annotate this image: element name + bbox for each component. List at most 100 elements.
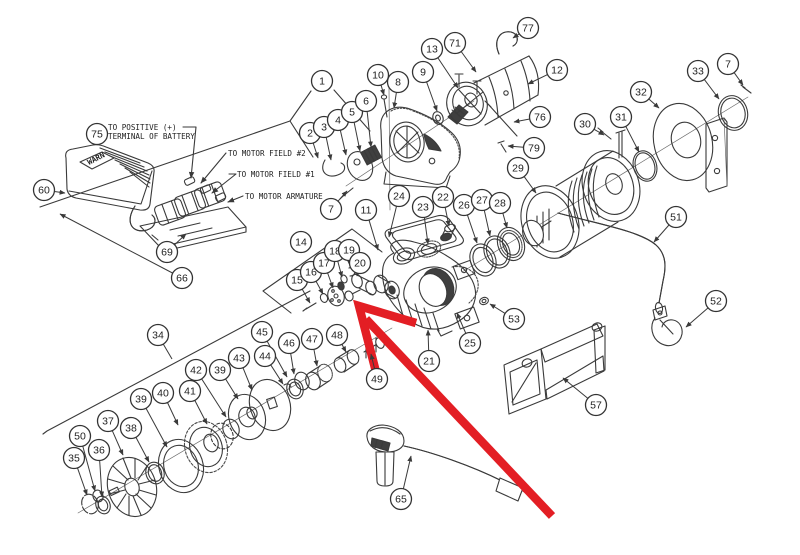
svg-text:36: 36 bbox=[93, 445, 105, 457]
ribbed-cap-47 bbox=[305, 363, 333, 391]
svg-text:48: 48 bbox=[331, 330, 343, 342]
svg-text:22: 22 bbox=[437, 192, 449, 204]
annotation-label: TO POSITIVE (+) bbox=[108, 123, 177, 132]
screw-79 bbox=[500, 143, 507, 153]
warn-logo-plate bbox=[79, 151, 115, 170]
callout-31: 31 bbox=[609, 105, 640, 153]
svg-text:69: 69 bbox=[161, 247, 173, 259]
svg-text:35: 35 bbox=[68, 453, 80, 465]
support-plate-32 bbox=[652, 102, 714, 182]
svg-text:42: 42 bbox=[190, 365, 202, 377]
callout-39: 39 bbox=[208, 358, 239, 400]
callout-27: 27 bbox=[470, 188, 494, 237]
hook bbox=[651, 317, 683, 347]
svg-text:18: 18 bbox=[329, 246, 341, 258]
svg-text:28: 28 bbox=[494, 198, 506, 210]
callout-77: 77 bbox=[512, 16, 540, 40]
svg-text:21: 21 bbox=[423, 356, 435, 368]
svg-text:26: 26 bbox=[458, 200, 470, 212]
svg-text:60: 60 bbox=[38, 185, 50, 197]
svg-text:44: 44 bbox=[259, 351, 271, 363]
nut-53 bbox=[479, 296, 489, 306]
svg-text:79: 79 bbox=[528, 143, 540, 155]
svg-text:75: 75 bbox=[91, 129, 103, 141]
callout-32: 32 bbox=[629, 80, 660, 109]
svg-text:71: 71 bbox=[449, 38, 461, 50]
svg-text:37: 37 bbox=[102, 416, 114, 428]
callout-34: 34 bbox=[146, 323, 173, 360]
svg-text:5: 5 bbox=[349, 107, 355, 119]
callout-65: 65 bbox=[389, 455, 413, 511]
callout-57: 57 bbox=[562, 377, 608, 417]
callout-48: 48 bbox=[325, 323, 349, 353]
svg-text:11: 11 bbox=[361, 205, 372, 217]
svg-text:15: 15 bbox=[291, 275, 303, 287]
svg-text:43: 43 bbox=[233, 353, 245, 365]
svg-text:4: 4 bbox=[335, 115, 341, 127]
svg-text:6: 6 bbox=[363, 96, 369, 108]
callout-39: 39 bbox=[129, 387, 168, 448]
callout-49: 49 bbox=[365, 353, 389, 391]
callout-6: 6 bbox=[354, 89, 378, 148]
svg-text:66: 66 bbox=[176, 273, 188, 285]
svg-text:1: 1 bbox=[319, 76, 325, 88]
svg-text:41: 41 bbox=[184, 386, 196, 398]
wire-rope-hook bbox=[557, 212, 683, 347]
svg-text:39: 39 bbox=[214, 365, 226, 377]
callout-35: 35 bbox=[62, 446, 88, 496]
label-leaders bbox=[182, 126, 244, 203]
callout-30: 30 bbox=[573, 112, 605, 136]
svg-text:50: 50 bbox=[74, 431, 86, 443]
callout-75: 75 bbox=[85, 122, 109, 146]
callout-33: 33 bbox=[686, 59, 720, 100]
callout-46: 46 bbox=[277, 331, 301, 375]
brake-drum-ring bbox=[157, 438, 205, 494]
brake-clutch-stack bbox=[81, 337, 385, 518]
svg-text:31: 31 bbox=[615, 112, 627, 124]
svg-text:46: 46 bbox=[283, 338, 295, 350]
callout-43: 43 bbox=[227, 346, 253, 391]
callout-50: 50 bbox=[68, 424, 96, 492]
brush-assembly bbox=[322, 94, 388, 200]
callout-41: 41 bbox=[178, 379, 208, 425]
callout-8: 8 bbox=[386, 70, 410, 109]
callout-20: 20 bbox=[348, 251, 372, 277]
washer-9 bbox=[432, 111, 444, 125]
callout-29: 29 bbox=[506, 156, 537, 194]
drum-bushings bbox=[469, 226, 526, 277]
callout-71: 71 bbox=[443, 31, 477, 73]
callout-13: 13 bbox=[420, 37, 459, 89]
svg-text:53: 53 bbox=[508, 314, 520, 326]
callout-38: 38 bbox=[119, 416, 150, 463]
svg-text:9: 9 bbox=[420, 67, 426, 79]
motor bbox=[446, 31, 540, 153]
control-pack bbox=[65, 144, 247, 253]
svg-text:10: 10 bbox=[372, 70, 384, 82]
svg-text:13: 13 bbox=[426, 44, 438, 56]
svg-text:24: 24 bbox=[393, 191, 405, 203]
svg-text:30: 30 bbox=[579, 119, 591, 131]
svg-text:51: 51 bbox=[670, 212, 682, 224]
remote-buttons bbox=[370, 437, 391, 452]
callout-76: 76 bbox=[513, 105, 552, 129]
callout-47: 47 bbox=[300, 327, 324, 367]
gasket-ring-gear bbox=[384, 214, 464, 261]
callout-79: 79 bbox=[507, 136, 546, 160]
svg-text:34: 34 bbox=[152, 330, 164, 342]
svg-text:19: 19 bbox=[343, 245, 355, 257]
svg-text:52: 52 bbox=[710, 296, 722, 308]
svg-text:3: 3 bbox=[321, 122, 327, 134]
remote-control bbox=[366, 424, 531, 502]
callout-9: 9 bbox=[411, 60, 438, 112]
svg-text:2: 2 bbox=[307, 128, 313, 140]
ring-33 bbox=[717, 95, 749, 131]
remote-grip bbox=[375, 451, 395, 487]
svg-text:7: 7 bbox=[725, 59, 731, 71]
svg-text:23: 23 bbox=[417, 202, 429, 214]
svg-text:77: 77 bbox=[522, 23, 534, 35]
callout-1: 1 bbox=[310, 69, 334, 93]
callout-60: 60 bbox=[32, 178, 66, 202]
group34-bracket bbox=[42, 290, 311, 435]
